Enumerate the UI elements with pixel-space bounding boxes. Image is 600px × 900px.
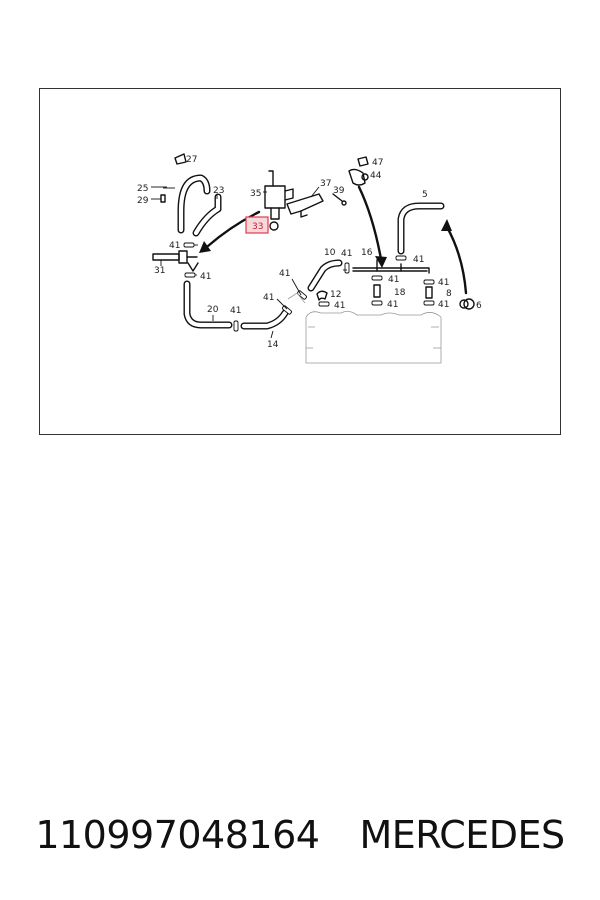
label-41-j: 41 (387, 300, 398, 310)
highlight-box-33 (245, 216, 269, 234)
part-18-tube (373, 284, 381, 298)
part-10-hose (307, 259, 343, 292)
part-number: 110997048164 (35, 813, 320, 857)
label-6: 6 (476, 301, 482, 311)
brand-name: MERCEDES (359, 813, 565, 857)
label-41-k: 41 (438, 278, 449, 288)
part-23-hose (192, 193, 222, 237)
callout-labels: 27 25 29 23 35 37 39 47 44 5 33 41 31 41… (137, 155, 482, 350)
label-14: 14 (267, 340, 279, 350)
label-37: 37 (320, 179, 331, 189)
part-8-tube (425, 286, 433, 299)
label-20: 20 (207, 305, 219, 315)
label-44: 44 (370, 171, 382, 181)
label-8: 8 (446, 289, 452, 299)
label-39: 39 (333, 186, 345, 196)
part-20-hose (183, 280, 233, 329)
label-41-a: 41 (169, 241, 180, 251)
part-47-44-clamp (348, 156, 369, 186)
label-12: 12 (330, 290, 341, 300)
label-41-c: 41 (341, 249, 352, 259)
arrow-6-to-5 (441, 219, 468, 295)
label-29: 29 (137, 196, 149, 206)
part-31-tee (152, 250, 199, 272)
label-27: 27 (186, 155, 197, 165)
engine-outline (287, 292, 442, 364)
parts-diagram: 27 25 29 23 35 37 39 47 44 5 33 41 31 41… (137, 153, 482, 364)
label-23: 23 (213, 186, 224, 196)
clip-41-set (183, 242, 435, 332)
leader-lines (160, 187, 347, 339)
arrow-33-to-41 (199, 210, 261, 253)
label-41-l: 41 (438, 300, 449, 310)
part-25-hose (151, 174, 211, 234)
label-41-b: 41 (200, 272, 211, 282)
part-35-valve (264, 170, 294, 231)
label-41-h: 41 (230, 306, 241, 316)
arrow-44-to-16 (357, 185, 387, 268)
label-41-d: 41 (413, 255, 424, 265)
label-10: 10 (324, 248, 336, 258)
label-16: 16 (361, 248, 373, 258)
label-35: 35 (250, 189, 261, 199)
label-33: 33 (252, 222, 263, 232)
label-25: 25 (137, 184, 148, 194)
parts-diagram-frame: 27 25 29 23 35 37 39 47 44 5 33 41 31 41… (39, 88, 561, 435)
part-12-elbow (316, 290, 328, 301)
label-31: 31 (154, 266, 165, 276)
part-14-hose (240, 309, 289, 330)
part-5-hose (397, 202, 445, 255)
part-37-bracket (286, 186, 324, 218)
part-27 (174, 153, 187, 165)
part-16-line (352, 259, 430, 274)
label-41-i: 41 (263, 293, 274, 303)
part-6-clip (459, 298, 475, 310)
label-18: 18 (394, 288, 406, 298)
footer-caption: 110997048164 MERCEDES (0, 805, 600, 865)
label-41-g: 41 (334, 301, 345, 311)
label-41-e: 41 (279, 269, 290, 279)
part-39-bolt (332, 193, 347, 206)
label-41-f: 41 (388, 275, 399, 285)
label-47: 47 (372, 158, 383, 168)
label-5: 5 (422, 190, 428, 200)
